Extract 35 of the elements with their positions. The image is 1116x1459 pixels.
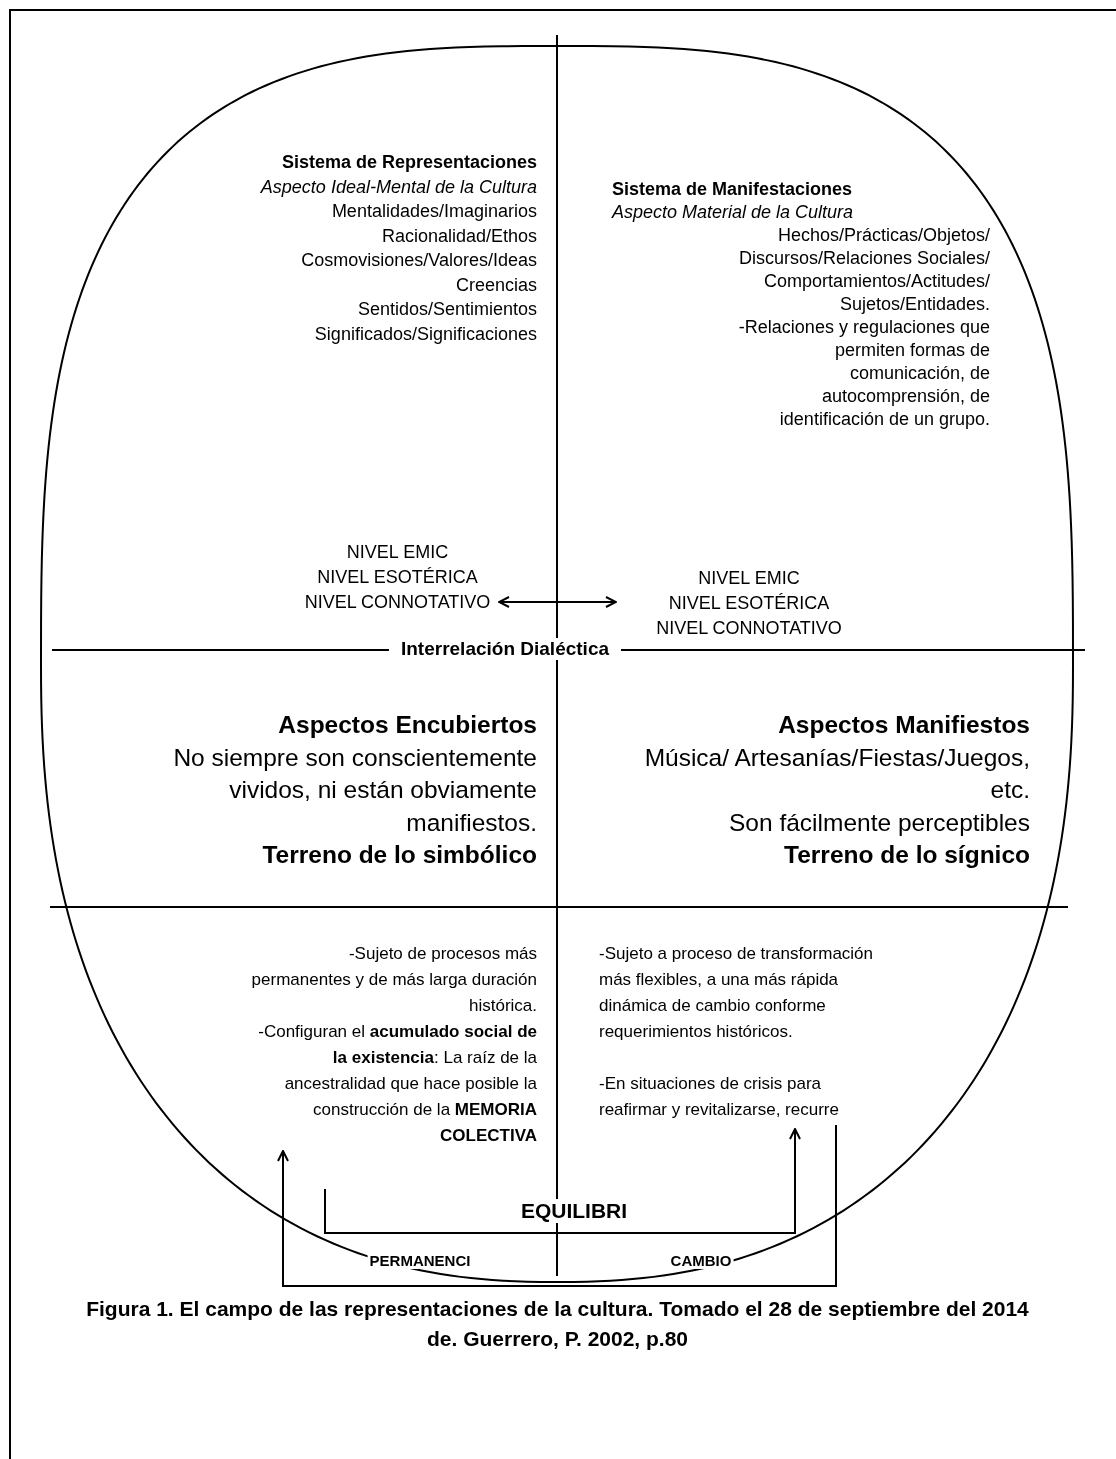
heading: Aspectos Encubiertos — [277, 710, 537, 740]
paragraph: -Relaciones y regulaciones que permiten formas de comunicación, de autocomprensión, de identificación de un grupo. — [737, 316, 990, 431]
text-line: Mentalidades/Imaginarios — [330, 200, 537, 223]
text-line: NIVEL EMIC — [697, 567, 801, 590]
text-line: Son fácilmente perceptibles — [728, 807, 1030, 838]
text-line: Sentidos/Sentimientos — [356, 298, 537, 321]
text-line: Racionalidad/Ethos — [380, 224, 537, 248]
text-line: NIVEL ESOTÉRICA — [316, 566, 479, 589]
text-line: NIVEL CONNOTATIVO — [303, 591, 492, 614]
text-line: NIVEL ESOTÉRICA — [667, 592, 831, 615]
label: PERMANENCI — [367, 1252, 473, 1269]
text-line: NIVEL EMIC — [345, 541, 450, 564]
arrow — [324, 1128, 801, 1234]
text-line: Significados/Significaciones — [313, 322, 537, 346]
arrow — [277, 1124, 837, 1287]
paragraph: -Sujeto a proceso de transformación más flexibles, a una más rápida dinámica de cambio conforme requerimientos históricos. — [599, 943, 875, 1043]
section-label: Interrelación Dialéctica — [389, 638, 621, 660]
heading: Sistema de Manifestaciones — [612, 178, 854, 201]
text-line: NIVEL CONNOTATIVO — [655, 617, 843, 640]
text-line: Creencias — [454, 273, 537, 297]
text-line: Cosmovisiones/Valores/Ideas — [300, 249, 537, 272]
heading: Terreno de lo sígnico — [783, 840, 1030, 870]
text-line: No siempre son conscientemente vividos, ni están obviamente manifiestos. — [172, 742, 537, 838]
paragraph: -Configuran el acumulado social de la existencia: La raíz de la ancestralidad que hace posible la construcción de la MEMORIA COLECTIVA — [257, 1021, 537, 1147]
heading: Aspectos Manifiestos — [777, 710, 1030, 740]
heading: Terreno de lo simbólico — [261, 840, 537, 870]
subtitle: Aspecto Ideal-Mental de la Cultura — [259, 175, 537, 199]
figure-caption: Figura 1. El campo de las representaciones de la cultura. Tomado el 28 de septiembre del 2014 de. Guerrero, P. 2002, p.80 — [85, 1296, 1030, 1352]
paragraph: -Sujeto de procesos más permanentes y de más larga duración histórica. — [250, 943, 537, 1017]
heading: Sistema de Representaciones — [280, 151, 537, 174]
double-arrow — [498, 596, 617, 608]
paragraph: -En situaciones de crisis para reafirmar y revitalizarse, recurre — [599, 1073, 840, 1121]
text-line: Música/ Artesanías/Fiestas/Juegos, etc. — [643, 742, 1030, 805]
paragraph: Hechos/Prácticas/Objetos/ Discursos/Relaciones Sociales/ Comportamientos/Actitudes/ Sujetos/Entidades. — [737, 224, 990, 316]
subtitle: Aspecto Material de la Cultura — [612, 201, 855, 224]
